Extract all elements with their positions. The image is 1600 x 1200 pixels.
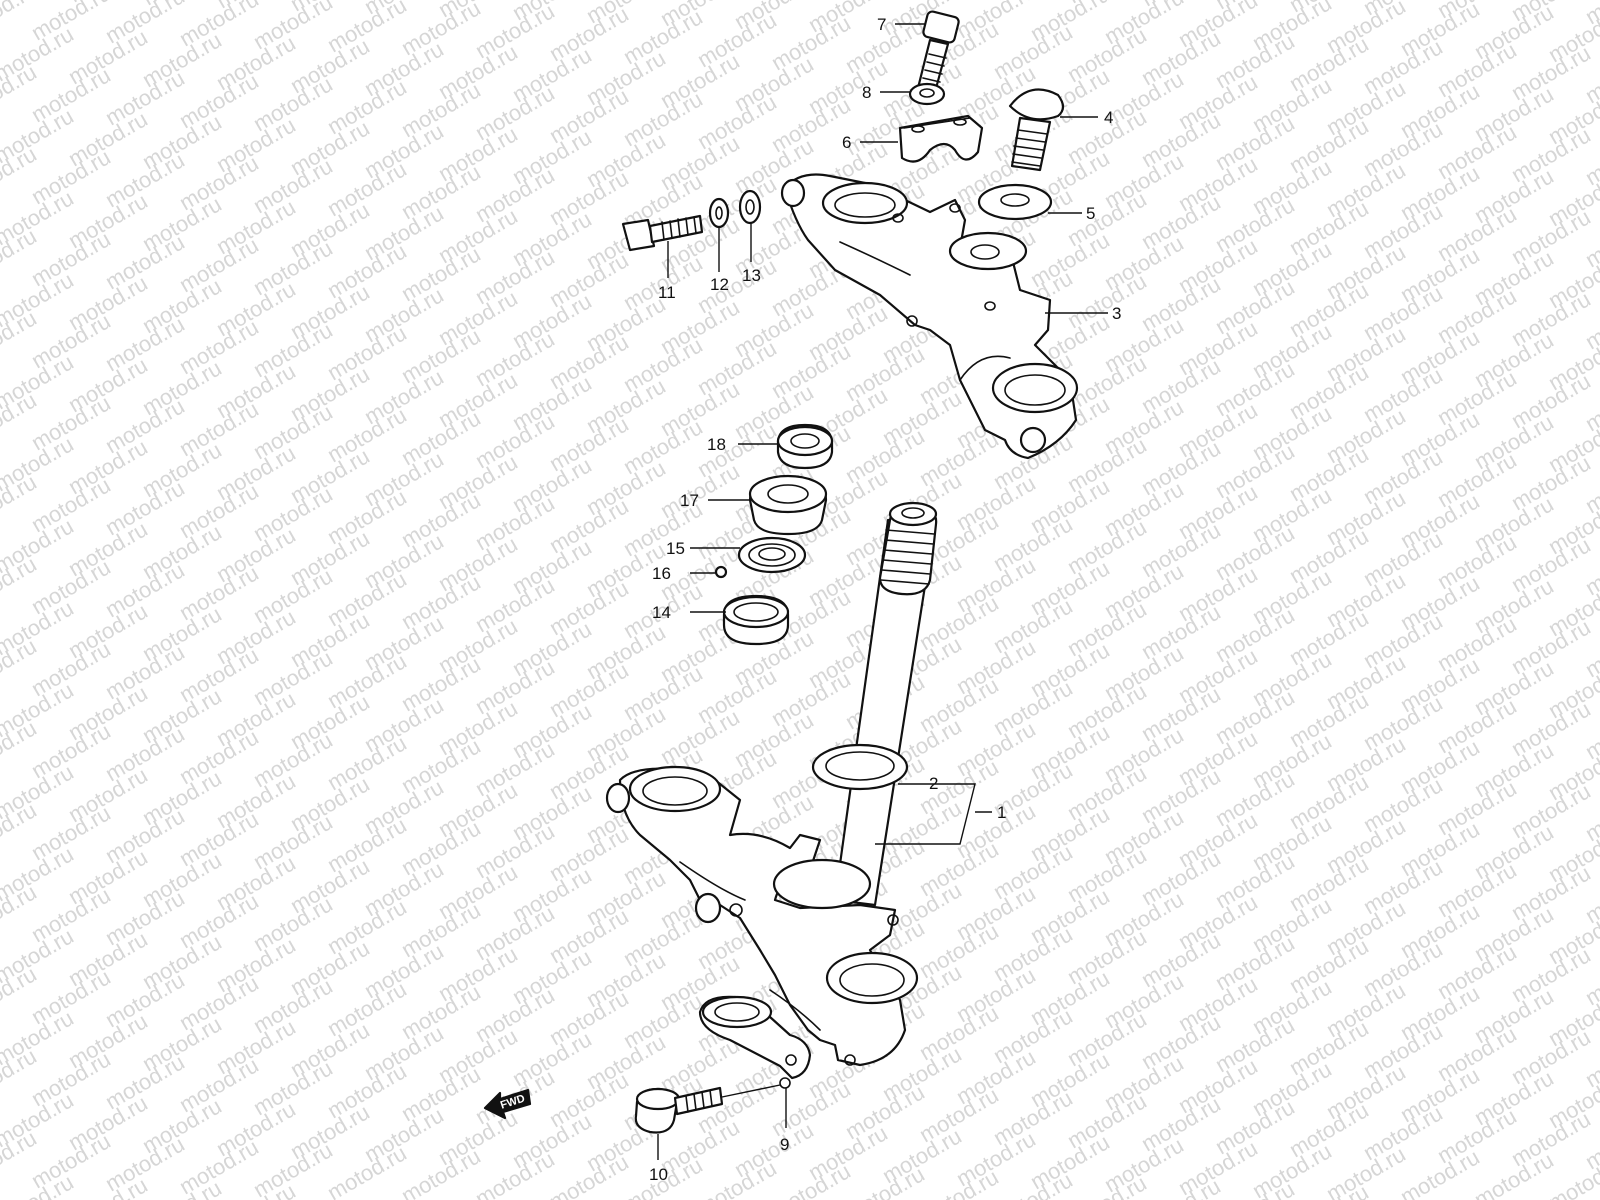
fwd-marker: FWD: [483, 1088, 532, 1120]
callout-2: 2: [929, 774, 938, 793]
callout-18: 18: [707, 435, 726, 454]
part-3-upper-bracket: [780, 173, 1079, 460]
callout-9: 9: [780, 1135, 789, 1154]
part-1-steering-stem-lower-bracket: [605, 501, 938, 1067]
callout-5: 5: [1086, 204, 1095, 223]
callout-6: 6: [842, 133, 851, 152]
callout-labels: 7 8 4 6 5 3 11 12 13 18 17 15 16 14 2 1 …: [649, 15, 1121, 1184]
arrow-left-icon: [483, 1088, 532, 1120]
part-16-steel-ball: [714, 565, 728, 579]
callout-17: 17: [680, 491, 699, 510]
part-18-steering-nut: [776, 423, 834, 470]
callout-4: 4: [1104, 108, 1113, 127]
callout-8: 8: [862, 83, 871, 102]
part-6-handlebar-holder: [898, 114, 984, 163]
callout-7: 7: [877, 15, 886, 34]
callout-3: 3: [1112, 304, 1121, 323]
parts-layer: FWD: [483, 10, 1079, 1134]
part-17-dust-seal: [748, 474, 828, 536]
callout-12: 12: [710, 275, 729, 294]
part-9-stopper-plate: [698, 995, 812, 1089]
part-10-flange-bolt: [634, 1084, 781, 1134]
callout-1: 1: [997, 803, 1006, 822]
callout-10: 10: [649, 1165, 668, 1184]
part-4-stem-bolt: [1008, 88, 1065, 172]
part-14-bearing-race: [722, 594, 790, 646]
part-5-washer: [977, 183, 1053, 221]
leader-lines: [657, 23, 1108, 1160]
callout-15: 15: [666, 539, 685, 558]
callout-16: 16: [652, 564, 671, 583]
part-13-washer: [738, 189, 762, 225]
part-12-lock-washer: [708, 197, 730, 229]
part-7-bolt: [916, 10, 960, 94]
part-11-clamp-bolt: [621, 214, 704, 252]
callout-13: 13: [742, 266, 761, 285]
watermark-text: motod.ru: [0, 1166, 4, 1200]
callout-11: 11: [658, 283, 676, 302]
part-8-nut: [908, 82, 946, 106]
callout-14: 14: [652, 603, 671, 622]
part-15-bearing: [737, 536, 807, 574]
